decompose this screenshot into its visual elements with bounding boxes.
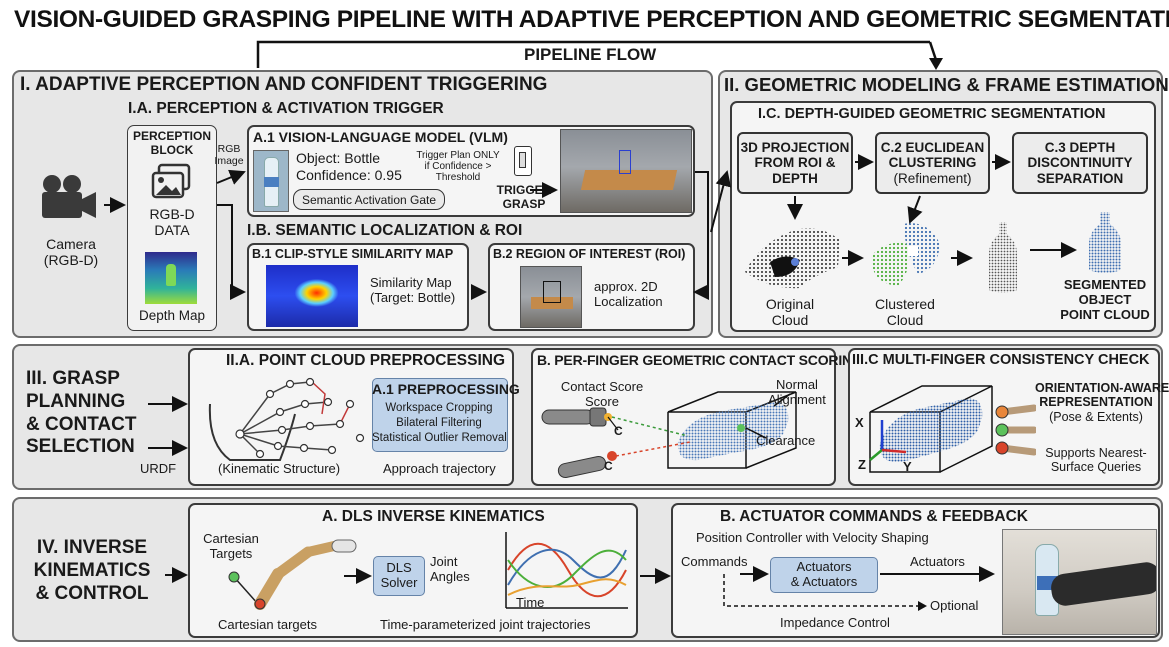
consistency-title: III.C MULTI-FINGER CONSISTENCY CHECK bbox=[852, 352, 1150, 368]
subsection-ia-title: I.A. PERCEPTION & ACTIVATION TRIGGER bbox=[128, 100, 444, 117]
joint-angles-label: Joint Angles bbox=[430, 554, 470, 584]
section-1-title: I. ADAPTIVE PERCEPTION AND CONFIDENT TRI… bbox=[20, 74, 548, 95]
section-2-title: II. GEOMETRIC MODELING & FRAME ESTIMATIO… bbox=[724, 74, 1169, 95]
roi-label: approx. 2D Localization bbox=[594, 279, 663, 309]
axis-y-label: Y bbox=[903, 459, 912, 474]
contact-point-c1: C bbox=[614, 424, 623, 438]
dls-solver-box: DLS Solver bbox=[373, 556, 425, 596]
clustered-cloud-image bbox=[873, 223, 940, 286]
discontinuity-box: C.3 DEPTH DISCONTINUITY SEPARATION bbox=[1012, 132, 1148, 194]
pipeline-flow-label: PIPELINE FLOW bbox=[520, 45, 661, 65]
commands-label: Commands bbox=[681, 554, 748, 569]
gray-bottle-cloud-image bbox=[989, 222, 1017, 293]
robot-hand-photo bbox=[1002, 529, 1157, 635]
orientation-label: ORIENTATION-AWARE REPRESENTATION (Pose &… bbox=[1035, 381, 1169, 424]
depth-map-label: Depth Map bbox=[138, 308, 206, 323]
axis-x-label: X bbox=[855, 415, 864, 430]
contact-point-c2: C bbox=[604, 459, 613, 473]
dls-ik-title: A. DLS INVERSE KINEMATICS bbox=[322, 508, 545, 525]
section-4-title: IV. INVERSE KINEMATICS & CONTROL bbox=[33, 537, 151, 604]
time-axis-label: Time bbox=[516, 595, 545, 610]
actuators-box: Actuators & Actuators bbox=[770, 557, 878, 593]
bottle-photo bbox=[253, 150, 289, 212]
robot-finger-icon bbox=[228, 539, 357, 610]
perception-block-title: PERCEPTION BLOCK bbox=[132, 129, 211, 157]
position-controller-label: Position Controller with Velocity Shapin… bbox=[696, 530, 929, 545]
kinematic-structure-label: (Kinematic Structure) bbox=[218, 461, 341, 476]
section-3-title: III. GRASP PLANNING & CONTACT SELECTION bbox=[26, 368, 137, 458]
preprocessing-steps-list: Workspace Cropping Bilateral Filtering S… bbox=[372, 401, 507, 446]
segmented-bottle-cloud-image bbox=[1089, 212, 1121, 273]
original-cloud-image bbox=[745, 228, 840, 289]
depth-map-image bbox=[145, 252, 197, 304]
preprocessing-step: Workspace Cropping bbox=[385, 402, 493, 414]
time-trajectories-label: Time-parameterized joint trajectories bbox=[380, 617, 591, 632]
roi-title: B.2 REGION OF INTEREST (ROI) bbox=[493, 247, 686, 261]
preprocessing-steps-title: A.1 PREPROCESSING bbox=[372, 381, 520, 397]
similarity-heatmap bbox=[266, 265, 358, 327]
vlm-object-text: Object: Bottle bbox=[296, 150, 381, 166]
roi-photo bbox=[520, 266, 582, 328]
multi-finger-figure bbox=[869, 385, 1036, 473]
detection-bbox bbox=[619, 150, 631, 174]
optional-label: Optional bbox=[930, 598, 979, 613]
subsection-ic-title: I.C. DEPTH-GUIDED GEOMETRIC SEGMENTATION bbox=[758, 106, 1106, 122]
contact-scoring-figure bbox=[541, 391, 797, 479]
actuator-title: B. ACTUATOR COMMANDS & FEEDBACK bbox=[720, 508, 1028, 525]
segmented-cloud-label: SEGMENTED OBJECT POINT CLOUD bbox=[1060, 277, 1150, 322]
preprocessing-title: II.A. POINT CLOUD PREPROCESSING bbox=[226, 352, 506, 369]
vlm-title: A.1 VISION-LANGUAGE MODEL (VLM) bbox=[253, 129, 508, 145]
contact-score-label: Contact Score Score bbox=[560, 379, 644, 409]
hand-kinematic-icon bbox=[208, 377, 365, 461]
trigger-grasp-label: TRIGGER GRASP bbox=[496, 183, 552, 211]
preprocessing-steps-box bbox=[372, 378, 508, 452]
clustering-box: C.2 EUCLIDEAN CLUSTERING (Refinement) bbox=[875, 132, 990, 194]
original-cloud-label: Original Cloud bbox=[765, 296, 815, 329]
joint-trajectory-plot bbox=[505, 532, 628, 609]
semantic-activation-gate: Semantic Activation Gate bbox=[293, 189, 445, 210]
preprocessing-step: Bilateral Filtering bbox=[396, 416, 482, 429]
clustered-cloud-label: Clustered Cloud bbox=[875, 296, 935, 329]
camera-label: Camera (RGB-D) bbox=[43, 236, 99, 269]
scene-photo bbox=[560, 129, 692, 213]
contact-scoring-title: B. PER-FINGER GEOMETRIC CONTACT SCORING bbox=[537, 352, 863, 368]
switch-icon bbox=[514, 146, 532, 176]
cartesian-targets-label: Cartesian Targets bbox=[203, 531, 259, 561]
urdf-label: URDF bbox=[140, 461, 177, 476]
page-title: VISION-GUIDED GRASPING PIPELINE WITH ADA… bbox=[14, 6, 1169, 33]
similarity-map-label: Similarity Map (Target: Bottle) bbox=[370, 275, 456, 305]
normal-alignment-label: Normal Alignment bbox=[768, 377, 826, 407]
bottle-silhouette bbox=[166, 264, 176, 286]
similarity-map-title: B.1 CLIP-STYLE SIMILARITY MAP bbox=[252, 247, 454, 261]
roi-bbox bbox=[543, 281, 561, 303]
trigger-condition-note: Trigger Plan ONLY if Confidence > Thresh… bbox=[416, 150, 500, 183]
cartesian-targets-bottom-label: Cartesian targets bbox=[218, 617, 317, 632]
rgbd-data-label: RGB-D DATA bbox=[149, 206, 195, 239]
axis-z-label: Z bbox=[858, 457, 866, 472]
video-camera-icon bbox=[42, 175, 96, 218]
rgb-image-label: RGB Image bbox=[214, 143, 244, 168]
preprocessing-step: Statistical Outlier Removal bbox=[372, 431, 507, 444]
impedance-control-label: Impedance Control bbox=[780, 615, 890, 630]
approach-trajectory-label: Approach trajectory bbox=[383, 461, 496, 476]
supports-queries-label: Supports Nearest- Surface Queries bbox=[1045, 446, 1147, 475]
actuators-output-label: Actuators bbox=[910, 554, 965, 569]
clearance-label: Clearance bbox=[756, 433, 816, 448]
subsection-ib-title: I.B. SEMANTIC LOCALIZATION & ROI bbox=[247, 222, 523, 239]
image-stack-icon bbox=[151, 163, 191, 199]
robot-hand-shape bbox=[1049, 560, 1156, 608]
projection-box: 3D PROJECTION FROM ROI & DEPTH bbox=[737, 132, 853, 194]
vlm-confidence-text: Confidence: 0.95 bbox=[296, 167, 402, 183]
